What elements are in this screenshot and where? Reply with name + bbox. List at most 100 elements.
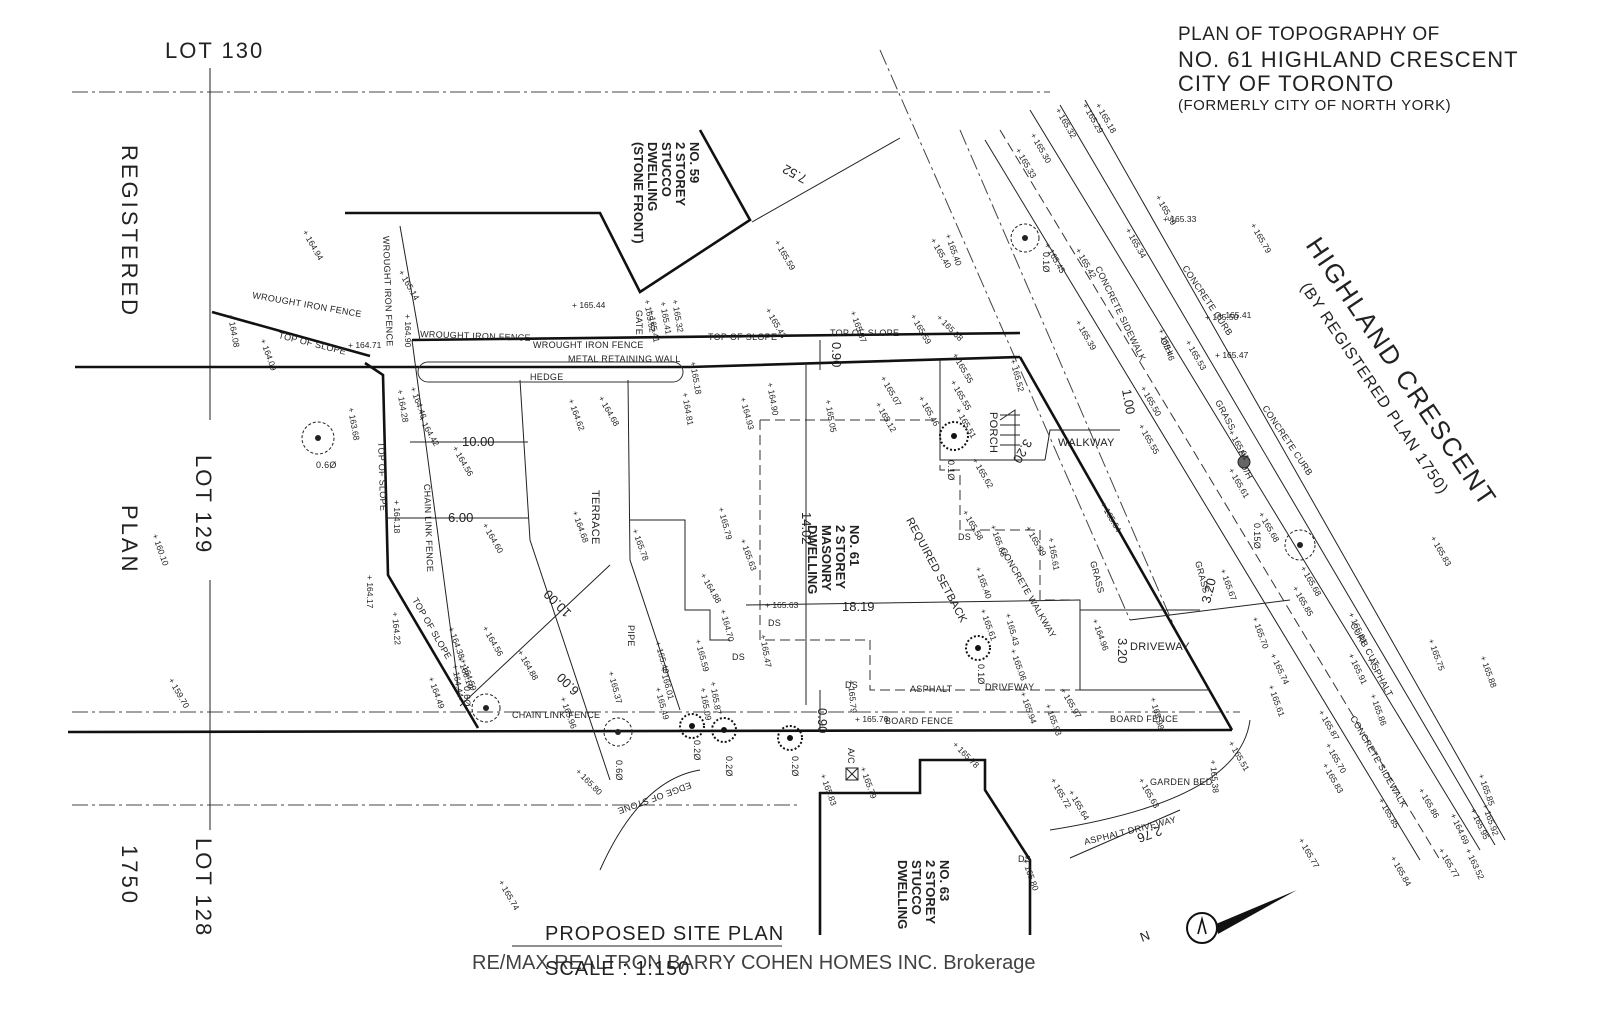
spot-elevation: + 164.68 xyxy=(570,509,591,544)
spot-elevation-value: + 165.80 xyxy=(1020,857,1041,892)
no61-line-4: DWELLING xyxy=(805,525,820,594)
no59-line-5: (STONE FRONT) xyxy=(631,142,646,244)
no63-line-1: NO. 63 xyxy=(937,860,952,901)
spot-elevation: + 165.78 xyxy=(630,527,651,562)
spot-elevation-value: + 165.46 xyxy=(1156,327,1177,362)
driveway-label-lower: DRIVEWAY xyxy=(985,682,1034,692)
lot-128-label: LOT 128 xyxy=(191,838,216,937)
spot-elevation: + 165.51 xyxy=(1226,739,1251,773)
spot-elevation: + 165.63 xyxy=(765,600,799,610)
spot-elevation: + 165.99 xyxy=(1023,524,1048,558)
spot-elevation: + 160.10 xyxy=(150,532,171,567)
spot-elevation-value: + 165.43 xyxy=(1003,612,1021,647)
site-features xyxy=(399,225,1251,871)
spot-elevation-value: + 165.14 xyxy=(396,268,421,302)
spot-elevation-value: + 165.63 xyxy=(738,537,759,572)
spot-elevation: + 165.06 xyxy=(1008,647,1029,682)
spot-elevation: + 164.56 xyxy=(480,624,505,658)
spot-elevation-value: + 165.75 xyxy=(1426,637,1447,672)
spot-elevation-value: + 165.33 xyxy=(1013,146,1038,180)
spot-elevation-value: + 164.71 xyxy=(348,340,382,350)
spot-elevation: + 165.34 xyxy=(1123,226,1148,260)
spot-elevation-value: + 165.77 xyxy=(1436,846,1461,880)
spot-elevation-value: + 165.47 xyxy=(1215,350,1249,360)
spot-elevation-value: + 165.97 xyxy=(1058,686,1083,720)
spot-elevation: + 164.62 xyxy=(566,397,587,432)
spot-elevation-value: + 165.79 xyxy=(716,506,734,541)
spot-elevation-value: + 165.53 xyxy=(1183,338,1208,372)
top-of-slope-label-2: TOP OF SLOPE xyxy=(708,332,777,342)
board-fence-label-1: BOARD FENCE xyxy=(885,716,953,726)
spot-elevation-value: + 165.51 xyxy=(1226,739,1251,773)
spot-elevation: + 164.71 xyxy=(348,340,382,350)
tree-icon: 0.6Ø xyxy=(301,421,336,470)
spot-elevation-value: + 164.42 xyxy=(416,414,441,448)
spot-elevation-value: + 165.38 xyxy=(935,312,966,343)
spot-elevation-value: + 165.61 xyxy=(1266,683,1287,718)
spot-elevation: + 165.43 xyxy=(1003,612,1021,647)
building-no-61: NO. 61 2 STOREY MASONRY DWELLING xyxy=(630,360,1081,691)
ac-label: A/C xyxy=(846,748,856,764)
chain-link-fence-label-2: CHAIN LINK FENCE xyxy=(422,484,435,573)
spot-elevation: + 165.37 xyxy=(848,309,869,344)
spot-elevation-value: + 165.59 xyxy=(693,638,711,673)
spot-elevation: + 165.59 xyxy=(908,312,933,346)
spot-elevation: + 164.90 xyxy=(765,382,781,417)
spot-elevation: + 165.61 xyxy=(1266,683,1287,718)
spot-elevation-value: + 164.90 xyxy=(403,314,413,348)
spot-elevation-value: + 165.61 xyxy=(978,607,999,642)
spot-elevation-value: + 165.67 xyxy=(1218,567,1239,602)
spot-elevation-value: + 164.68 xyxy=(596,394,621,428)
spot-elevation: + 164.56 xyxy=(450,444,475,478)
ac-unit-icon xyxy=(845,767,859,781)
driveway-label: DRIVEWAY xyxy=(1130,641,1190,653)
downspout-label-4: DS xyxy=(845,680,858,690)
spot-elevation-value: + 165.77 xyxy=(1296,836,1321,870)
spot-elevation-value: + 165.61 xyxy=(1046,537,1062,572)
spot-elevation-value: + 165.76 xyxy=(855,714,889,724)
no59-line-2: 2 STOREY xyxy=(673,142,688,206)
downspout-label-5: DS xyxy=(1018,854,1031,864)
concrete-curb-label-1: CONCRETE CURB xyxy=(1180,264,1234,338)
spot-elevation-value: + 165.91 xyxy=(1346,652,1369,687)
spot-elevation-value: + 165.42 xyxy=(1073,246,1098,280)
spot-elevation: + 165.76 xyxy=(855,714,889,724)
spot-elevation-value: + 165.50 xyxy=(1138,384,1163,418)
spot-elevation: + 165.80 xyxy=(574,766,605,797)
spot-elevation: + 165.88 xyxy=(1478,654,1499,689)
no63-line-2: 2 STOREY xyxy=(923,860,938,924)
spot-elevation-value: + 165.33 xyxy=(1163,214,1197,224)
spot-elevation: + 165.42 xyxy=(1073,246,1098,280)
spot-elevation-value: + 165.80 xyxy=(574,766,605,797)
tree-icon: 0.15Ø xyxy=(1252,523,1316,561)
dim-10-00-a: 10.00 xyxy=(462,434,495,449)
spot-elevation: + 163.52 xyxy=(1463,847,1486,882)
svg-text:0.6Ø: 0.6Ø xyxy=(614,760,624,781)
grass-label-street: GRASS xyxy=(1213,398,1237,432)
spot-elevation: + 165.47 xyxy=(758,634,774,669)
gate-label: GATE xyxy=(634,310,644,335)
spot-elevation: + 164.70 xyxy=(718,608,736,643)
spot-elevation: + 165.70 xyxy=(1250,615,1271,650)
spot-elevation-value: + 164.62 xyxy=(566,397,587,432)
spot-elevation: + 165.62 xyxy=(970,456,995,490)
spot-elevation-value: + 165.37 xyxy=(848,309,869,344)
spot-elevations: + 164.94+ 165.14+ 164.90+ 164.08+ 164.09… xyxy=(150,101,1501,912)
top-of-slope-label-4: TOP OF SLOPE xyxy=(376,442,388,512)
spot-elevation-value: + 165.50 xyxy=(1205,312,1239,322)
spot-elevation: + 165.67 xyxy=(1218,567,1239,602)
spot-elevation-value: + 164.88 xyxy=(515,648,540,682)
spot-elevation: + 165.94 xyxy=(1018,690,1039,725)
spot-elevation-value: + 165.62 xyxy=(970,456,995,490)
spot-elevation: + 165.79 xyxy=(858,765,879,800)
no61-line-3: MASONRY xyxy=(819,525,834,591)
no61-line-2: 2 STOREY xyxy=(833,525,848,589)
spot-elevation: + 165.61 xyxy=(978,607,999,642)
spot-elevation: + 164.90 xyxy=(403,314,413,348)
spot-elevation: + 164.68 xyxy=(596,394,621,428)
spot-elevation: + 165.63 xyxy=(738,537,759,572)
spot-elevation: + 165.38 xyxy=(1208,759,1221,793)
spot-elevation: + 164.88 xyxy=(698,571,723,605)
lot-129-label: LOT 129 xyxy=(191,455,216,554)
